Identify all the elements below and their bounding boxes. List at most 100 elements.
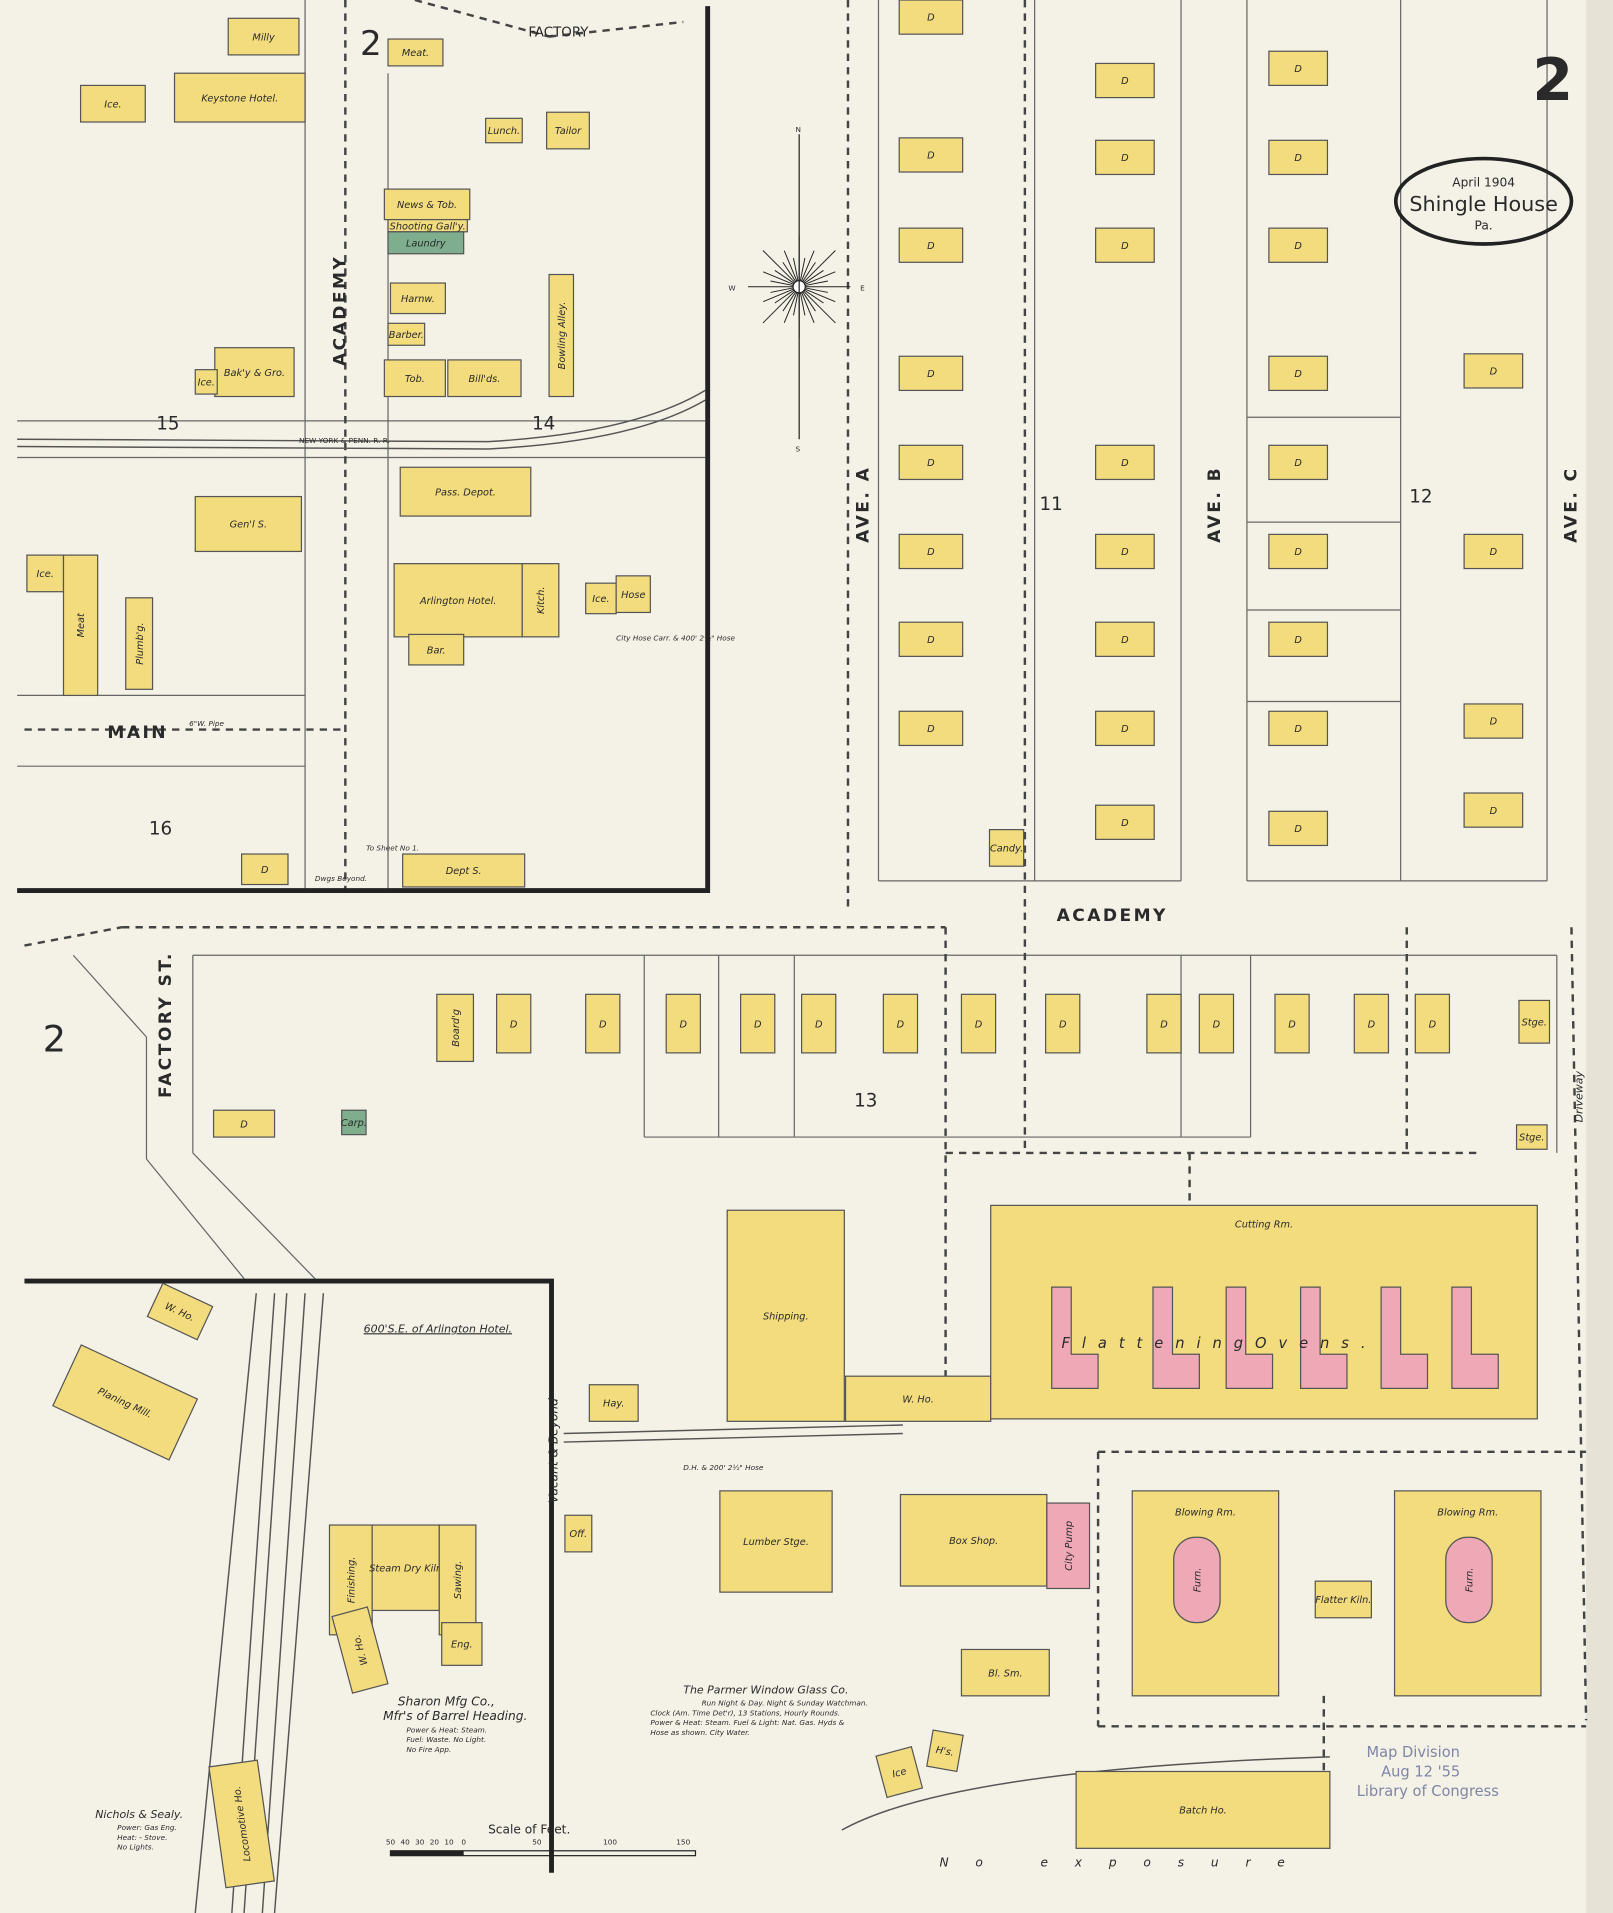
dwelling-label: D	[1368, 1019, 1376, 1030]
building-label: Eng.	[451, 1640, 473, 1651]
building-footprint	[227, 17, 300, 56]
dwelling-label: D	[680, 1019, 688, 1030]
block-number: 15	[156, 413, 179, 434]
company-detail: Clock (Am. Time Det'r), 13 Stations, Hou…	[650, 1708, 840, 1717]
scale-tick-label: 10	[444, 1838, 454, 1847]
flattening-ovens: F l a t t e n i n g O v e n s .	[1051, 1286, 1499, 1389]
dwelling-footprint	[898, 0, 964, 35]
building-pass-depot: Pass. Depot.	[399, 466, 532, 517]
building-d: D	[241, 853, 289, 886]
compass-s: S	[796, 444, 801, 453]
scale-tick-label: 50	[386, 1838, 396, 1847]
vacant-note: Vacant & Beyond	[547, 1398, 561, 1503]
building-hose: Hose	[615, 575, 651, 614]
dwelling: D	[898, 621, 964, 657]
dwelling-label: D	[927, 458, 935, 469]
building-locomotive-ho: Locomotive Ho.	[208, 1759, 275, 1889]
company-detail: Fuel: Waste. No Light.	[406, 1735, 486, 1744]
dwelling-footprint	[585, 993, 621, 1054]
see-sheet-note: To Sheet No 1.	[366, 843, 419, 852]
building-d: D	[212, 1109, 276, 1138]
building-label: Dept S.	[446, 866, 482, 877]
oven	[1451, 1286, 1499, 1389]
block-number: 11	[1040, 494, 1063, 515]
dwelling-label: D	[927, 724, 935, 735]
building-ice: Ice.	[79, 84, 146, 123]
dwelling-label: D	[975, 1019, 983, 1030]
dwelling-footprint	[1353, 993, 1390, 1054]
dwelling: D	[665, 993, 701, 1054]
dwelling-label: D	[1294, 64, 1302, 75]
building-footprint	[241, 853, 289, 886]
building-furn: Furn.	[1173, 1536, 1221, 1624]
dwelling-footprint	[1414, 993, 1451, 1054]
building-sawing: Sawing.	[438, 1524, 477, 1636]
building-footprint	[52, 1344, 199, 1461]
dwelling: D	[1146, 993, 1182, 1054]
building-footprint	[1075, 1770, 1331, 1849]
building-footprint	[875, 1745, 924, 1799]
building-footprint	[146, 1282, 214, 1341]
compass-ray	[762, 250, 800, 288]
company-note-nichols: Nichols & Sealy. Power: Gas Eng. Heat: -…	[95, 1808, 183, 1852]
building-candy: Candy.	[988, 829, 1025, 867]
building-label: W. Ho.	[902, 1394, 933, 1405]
building-label: News & Tob.	[397, 200, 457, 211]
building-w-ho: W. Ho.	[146, 1282, 214, 1341]
building-footprint	[548, 273, 575, 398]
building-footprint	[402, 853, 526, 888]
building-eng: Eng.	[441, 1622, 483, 1666]
company-name: The Parmer Window Glass Co.	[683, 1683, 848, 1696]
building-footprint	[438, 1524, 477, 1636]
dwelling: D	[1095, 227, 1155, 263]
building-flatter-kiln: Flatter Kiln.	[1314, 1580, 1372, 1619]
dwelling: D	[496, 993, 532, 1054]
scale-title: Scale of Feet.	[488, 1823, 570, 1837]
building-footprint	[899, 1493, 1048, 1587]
dwelling: D	[882, 993, 919, 1054]
dwelling-label: D	[754, 1019, 762, 1030]
building-footprint	[194, 495, 303, 553]
scale-tick-label: 20	[430, 1838, 440, 1847]
building-label: Ice.	[198, 378, 215, 389]
buildings: Keystone Hotel.Ice.MillyMeat.Lunch.Tailo…	[26, 17, 1551, 1889]
dwelling-label: D	[1294, 724, 1302, 735]
dwelling-label: D	[1429, 1019, 1437, 1030]
building-planing-mill: Planing Mill.	[52, 1344, 199, 1461]
building-furn: Furn.	[1445, 1536, 1493, 1624]
dwelling-footprint	[1095, 804, 1155, 840]
building-barber: Barber.	[387, 322, 426, 346]
dwelling: D	[1414, 993, 1451, 1054]
building-footprint	[719, 1490, 833, 1593]
building-label: Hay.	[603, 1399, 624, 1410]
street-main: MAIN	[107, 723, 168, 743]
street-academy-north: ACADEMY	[330, 255, 350, 366]
dwelling: D	[585, 993, 621, 1054]
street-academy-south: ACADEMY	[1057, 906, 1168, 926]
building-label: Furn.	[1465, 1568, 1476, 1593]
dwelling-label: D	[1160, 1019, 1168, 1030]
building-label: Off.	[569, 1529, 587, 1540]
building-label: Box Shop.	[949, 1536, 998, 1547]
dwelling: D	[1095, 710, 1155, 747]
dwelling-label: D	[1294, 369, 1302, 380]
dwelling-label: D	[1490, 717, 1498, 728]
dwelling: D	[898, 355, 964, 392]
building-label: Hose	[621, 590, 645, 601]
building-label: Furn.	[1193, 1568, 1204, 1593]
building-label: Ice.	[104, 99, 121, 110]
building-label: Arlington Hotel.	[419, 596, 496, 607]
dwelling-footprint	[1095, 62, 1155, 99]
dwelling-label: D	[927, 369, 935, 380]
dwelling-footprint	[1268, 444, 1329, 481]
oven	[1300, 1286, 1348, 1389]
dwelling-label: D	[1121, 458, 1129, 469]
building-label: Ice	[891, 1766, 908, 1780]
adjoining-sheet-number: 2	[43, 1018, 66, 1061]
dwelling: D	[898, 137, 964, 173]
building-lunch: Lunch.	[485, 117, 523, 144]
street-factory-st: FACTORY ST.	[156, 951, 176, 1098]
dwelling-footprint	[1268, 710, 1329, 747]
building-label: Finishing.	[346, 1557, 357, 1604]
dwelling-footprint	[1268, 227, 1329, 263]
